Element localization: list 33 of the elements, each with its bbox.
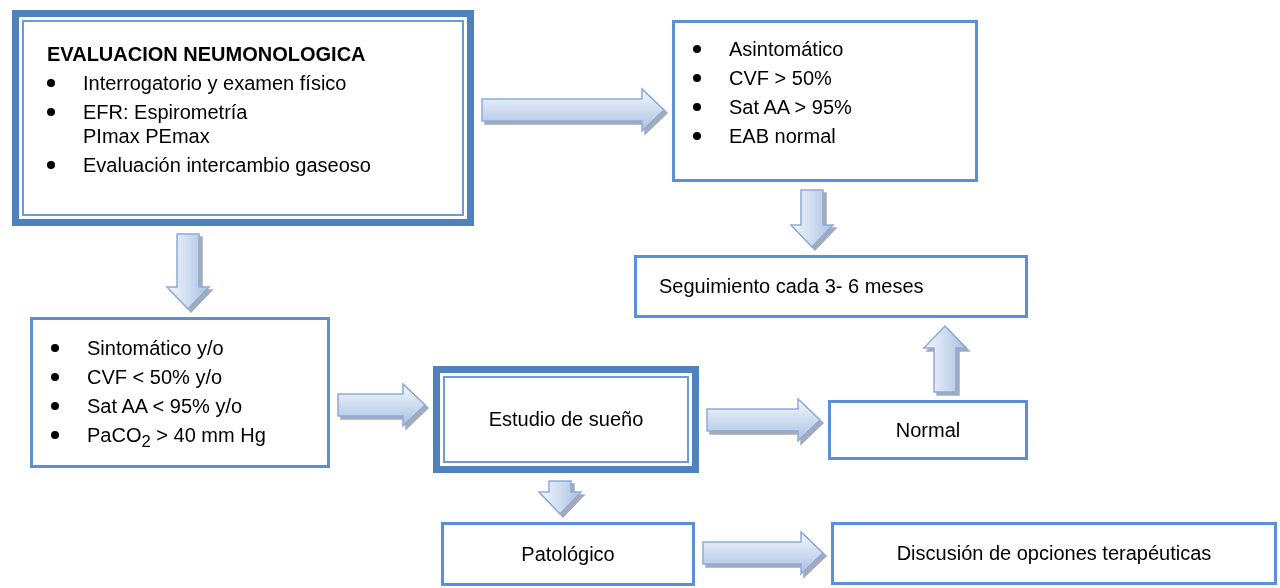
list-item: Asintomático: [729, 37, 844, 61]
list-box: [672, 20, 978, 182]
list-item: CVF > 50%: [729, 66, 832, 90]
block-arrow: [481, 87, 666, 133]
list-box: [12, 10, 474, 226]
block-arrow: [922, 324, 968, 393]
list-item: Sintomático y/o: [87, 336, 224, 360]
list-box: [30, 317, 330, 468]
list-item: Interrogatorio y examen físico: [83, 71, 347, 95]
list-item: Evaluación intercambio gaseoso: [83, 153, 371, 177]
box-label: Normal: [895, 418, 961, 442]
block-arrow: [537, 480, 583, 516]
list-item: CVF < 50% y/o: [87, 365, 223, 389]
list-item: Sat AA < 95% y/o: [87, 394, 243, 418]
list-item: EFR: Espirometría PImax PEmax: [83, 100, 249, 148]
process-box: [828, 400, 1028, 460]
box-label: Seguimiento cada 3- 6 meses: [659, 275, 924, 298]
process-box: [831, 522, 1277, 585]
block-arrow: [165, 233, 211, 311]
block-arrow: [706, 397, 822, 443]
process-box: [441, 522, 695, 586]
box-label: Discusión de opciones terapéuticas: [896, 542, 1212, 565]
process-box: [433, 366, 699, 473]
block-arrow: [702, 530, 825, 576]
block-arrow: [789, 189, 835, 249]
box-label: Estudio de sueño: [488, 408, 644, 431]
list-item: Sat AA > 95%: [729, 95, 852, 119]
process-box: [634, 255, 1028, 318]
box-label: Patológico: [521, 542, 615, 566]
list-item: PaCO$_{2}$ > 40 mm Hg: [87, 423, 266, 453]
heading: EVALUACION NEUMONOLOGICA: [47, 42, 367, 67]
list-item: EAB normal: [729, 124, 836, 148]
block-arrow: [337, 382, 427, 428]
